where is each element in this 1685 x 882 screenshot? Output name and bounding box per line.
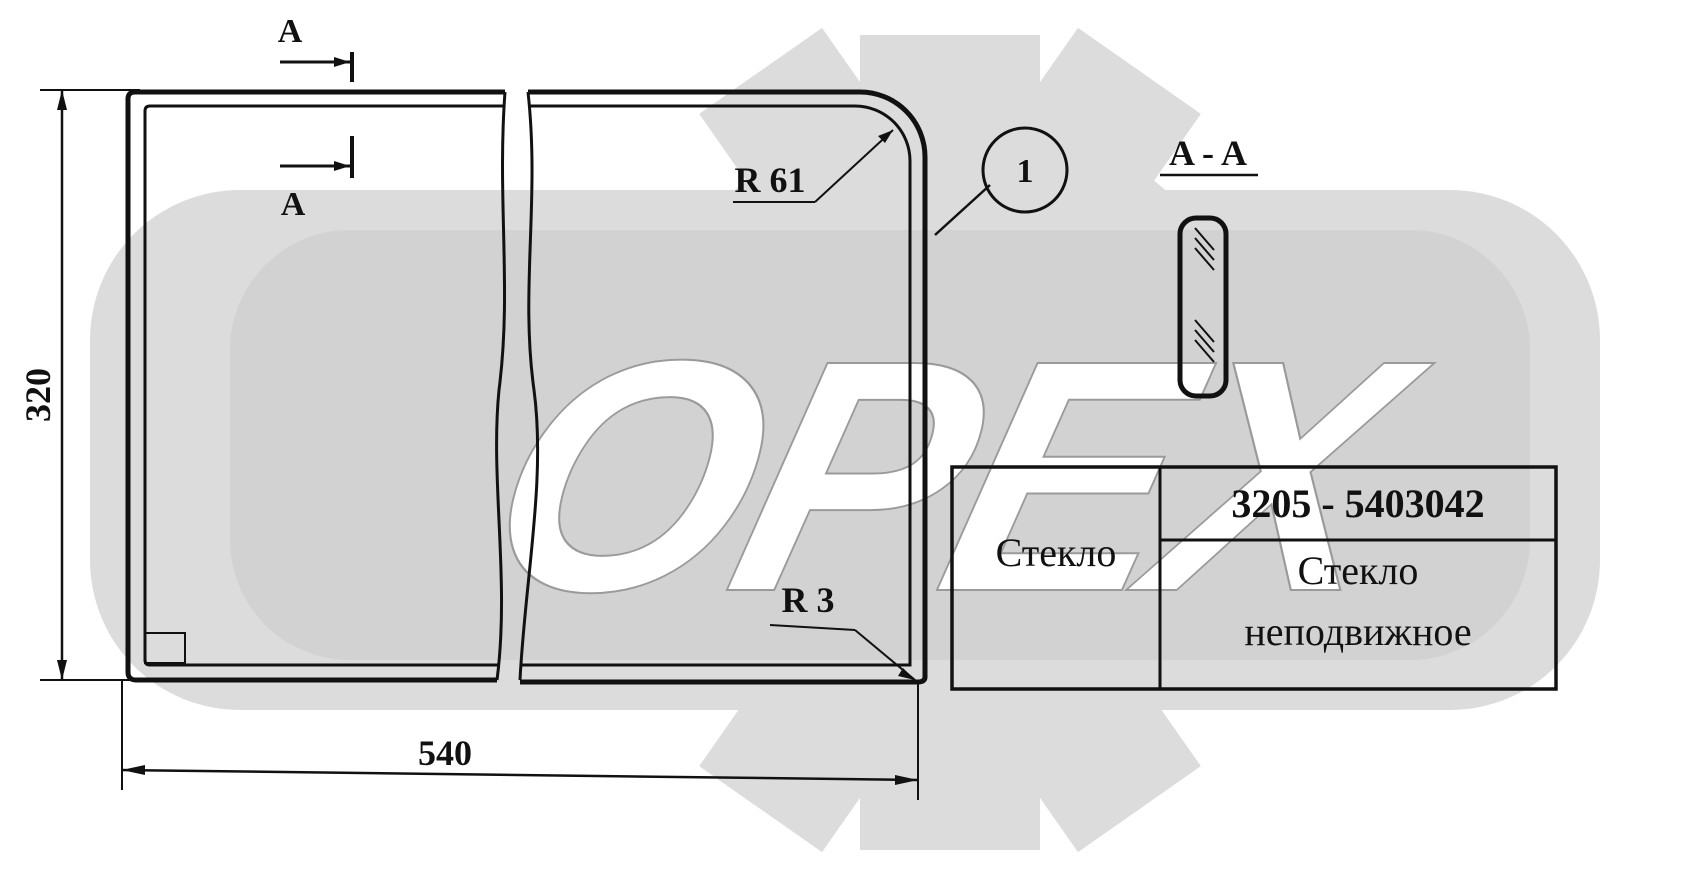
corner-mark [144, 632, 186, 664]
radius-small-leader [769, 624, 916, 681]
watermark-logo: OPEX [90, 27, 1600, 853]
glass-inner-contour-right [520, 104, 912, 667]
section-label-top: A [278, 13, 303, 50]
watermark-gear-tooth [1009, 27, 1201, 213]
watermark-gear-tooth [860, 35, 1040, 155]
watermark-gear-tooth [699, 667, 891, 853]
callout-circle [981, 126, 1069, 214]
section-arrow-bottom [280, 136, 354, 178]
section-label-bottom: A [281, 186, 306, 223]
radius-large-label: R 61 [735, 160, 806, 200]
radius-large-leader [733, 129, 894, 203]
watermark-badge-inner [230, 230, 1530, 660]
title-block-name: Стекло [996, 530, 1117, 575]
section-arrow-top [280, 52, 354, 82]
break-line-left [495, 91, 507, 681]
dimension-width-label: 540 [418, 733, 472, 773]
watermark-gear-tooth [699, 27, 891, 213]
dimension-width [121, 680, 919, 800]
title-block-description-line1: Стекло [1298, 548, 1419, 593]
glass-outer-contour-right [520, 89, 928, 685]
glass-right-part [520, 89, 928, 685]
callout-number: 1 [1017, 153, 1034, 190]
watermark-text: OPEX [457, 293, 1453, 661]
watermark-gear-tooth [860, 730, 1040, 850]
radius-small-label: R 3 [782, 580, 835, 620]
break-lines [495, 91, 540, 681]
watermark-gear-tooth [1009, 667, 1201, 853]
title-block-part-number: 3205 - 5403042 [1231, 481, 1484, 526]
callout-leader [934, 126, 1069, 236]
glass-inner-contour-left [143, 104, 505, 667]
section-view-title: A - A [1169, 133, 1247, 173]
break-line-right [518, 91, 540, 681]
section-view-profile [1177, 215, 1229, 399]
title-block [950, 465, 1558, 691]
dimension-height [40, 89, 140, 681]
title-block-description-line2: неподвижное [1244, 609, 1471, 654]
dimension-height-label: 320 [18, 368, 58, 422]
title-block-border [950, 465, 1558, 691]
